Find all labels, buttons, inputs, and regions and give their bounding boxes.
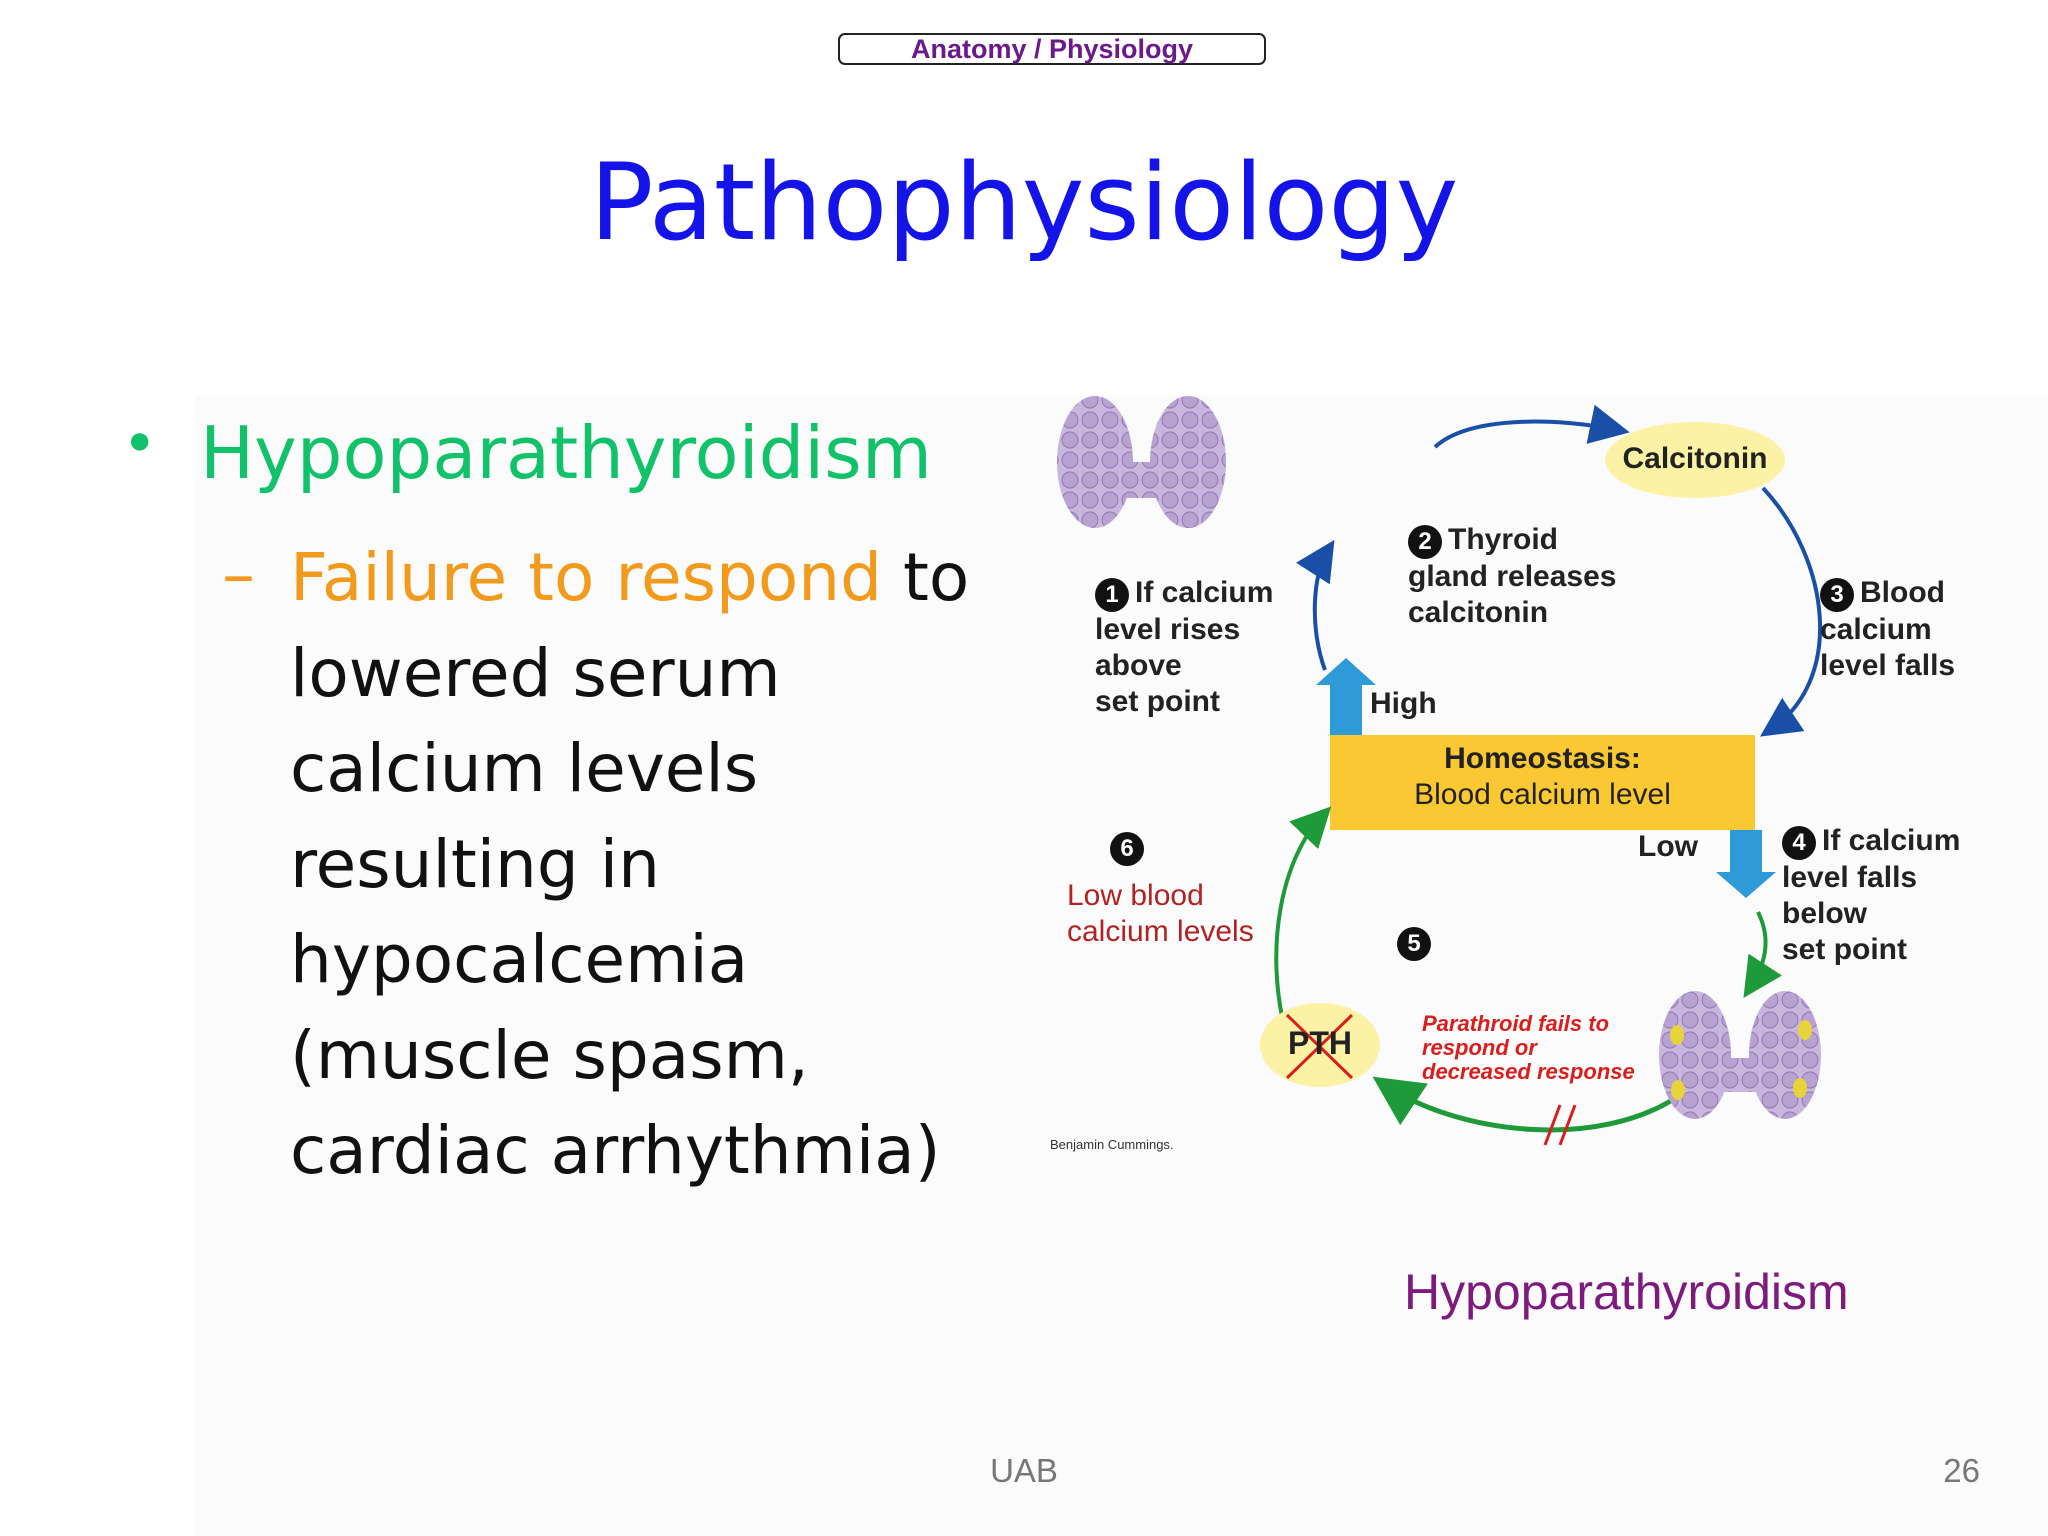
arrow-to-homeostasis [1274, 806, 1332, 1031]
course-tag: Anatomy / Physiology [838, 33, 1266, 65]
step6-label: 6 [1110, 830, 1150, 866]
homeostasis-box [1330, 735, 1755, 830]
step3-line1: Blood [1860, 576, 1945, 609]
arrow-to-thyroid [1296, 539, 1335, 671]
arrow-to-calcitonin [1433, 404, 1630, 449]
step4-line3: below [1782, 897, 1868, 930]
parathyroid-note-line1: Parathroid fails to [1422, 1011, 1610, 1036]
break-mark-icon [1558, 1104, 1577, 1146]
step1-line3: above [1095, 649, 1182, 682]
image-credit: Benjamin Cummings. [1050, 1137, 1174, 1152]
step2-number: 2 [1408, 525, 1442, 559]
calcitonin-label: Calcitonin [1622, 442, 1768, 475]
step4-number: 4 [1782, 826, 1816, 860]
low-blood-label: Low blood calcium levels [1067, 878, 1254, 950]
step1-line2: level rises [1095, 613, 1241, 646]
low-blood-line2: calcium levels [1067, 915, 1254, 948]
step1-line4: set point [1095, 685, 1220, 718]
parathyroid-note: Parathroid fails to respond or decreased… [1422, 1012, 1635, 1084]
low-label: Low [1638, 830, 1698, 863]
bullet-main-text: Hypoparathyroidism [200, 411, 932, 495]
sub-bullet-rest: to lowered serum calcium levels resultin… [290, 539, 970, 1189]
step2-line2: gland releases [1408, 560, 1617, 593]
cross-icon [1285, 1013, 1354, 1080]
homeostasis-title: Homeostasis: [1444, 742, 1641, 775]
calcitonin-oval [1605, 422, 1785, 498]
step2-line3: calcitonin [1408, 596, 1549, 629]
step3-number: 3 [1820, 578, 1854, 612]
sub-bullet-text: Failure to respond to lowered serum calc… [290, 530, 1030, 1199]
parathyroid-note-line2: respond or [1422, 1035, 1537, 1060]
step3-line3: level falls [1820, 649, 1956, 682]
step2-line1: Thyroid [1448, 523, 1558, 556]
step4-line4: set point [1782, 933, 1907, 966]
step5-label: 5 [1397, 925, 1437, 961]
pth-label: PTH [1288, 1025, 1352, 1061]
high-label: High [1370, 687, 1437, 720]
low-arrow [1716, 830, 1776, 898]
arrow-blood-falls [1760, 486, 1823, 737]
step1-number: 1 [1095, 578, 1129, 612]
arrow-to-parathyroid [1743, 911, 1783, 999]
parathyroid-note-line3: decreased response [1422, 1059, 1635, 1084]
parathyroid-gland-icon [1659, 991, 1821, 1119]
bullet-icon: • [122, 409, 158, 479]
page-number: 26 [1943, 1452, 1980, 1489]
step1-line1: If calcium [1135, 576, 1274, 609]
break-mark-icon [1543, 1104, 1562, 1146]
diagram-graphics [1057, 396, 1823, 1146]
thyroid-gland-icon [1057, 396, 1226, 528]
homeostasis-subtitle: Blood calcium level [1414, 778, 1671, 811]
figure-caption: Hypoparathyroidism [1404, 1264, 1849, 1320]
sub-bullet-highlight: Failure to respond [290, 539, 883, 616]
step3-line2: calcium [1820, 613, 1932, 646]
step6-number: 6 [1110, 832, 1144, 866]
step4-line2: level falls [1782, 861, 1918, 894]
slide-title: Pathophysiology [589, 141, 1459, 264]
arrow-to-pth [1372, 1076, 1682, 1133]
high-arrow [1316, 658, 1376, 736]
step4-line1: If calcium [1822, 824, 1961, 857]
low-blood-line1: Low blood [1067, 879, 1204, 912]
sub-bullet-dash: – [222, 536, 255, 613]
footer-institution: UAB [990, 1452, 1058, 1489]
step5-number: 5 [1397, 927, 1431, 961]
